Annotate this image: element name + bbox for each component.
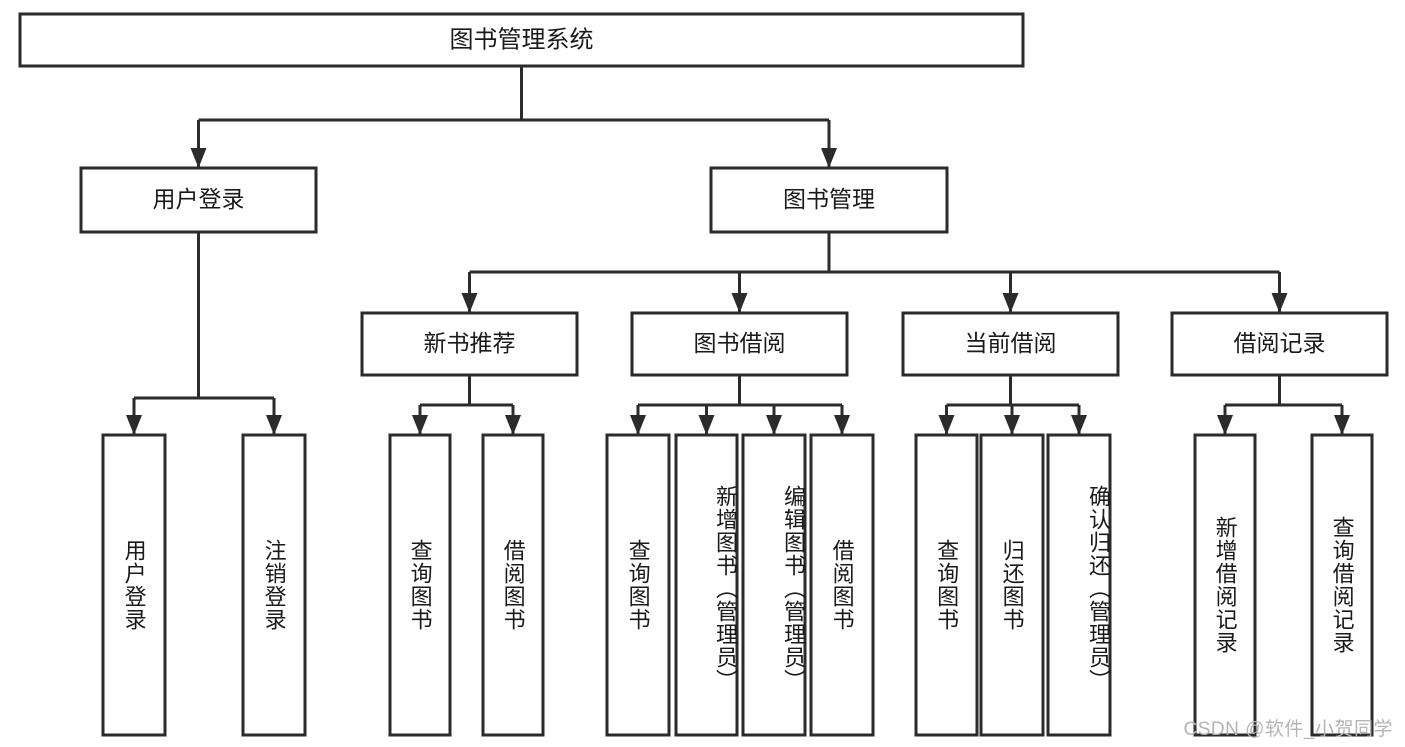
- node-label-level3-0: 新书推荐: [424, 330, 516, 356]
- edge-login-arrow-0: [126, 415, 142, 435]
- edge-borrow-arrow-2: [766, 415, 782, 435]
- node-box-leaf-12[interactable]: [1310, 433, 1374, 737]
- connectors-layer: [126, 66, 1350, 435]
- node-box-leaf-10[interactable]: [1046, 433, 1112, 737]
- edge-new-arrow-0: [412, 415, 428, 435]
- node-box-leaf-8[interactable]: [914, 433, 979, 737]
- edge-books-arrow-2: [1002, 293, 1019, 313]
- node-box-level3-3[interactable]: [1170, 311, 1389, 377]
- edge-borrow-arrow-0: [630, 415, 646, 435]
- node-label-level2-0: 用户登录: [153, 186, 245, 212]
- edge-cur-arrow-0: [938, 415, 955, 435]
- node-box-level3-0[interactable]: [360, 311, 579, 377]
- node-box-level2-1[interactable]: [709, 166, 949, 234]
- node-label-root: 图书管理系统: [450, 26, 594, 53]
- node-box-leaf-7[interactable]: [809, 433, 875, 737]
- node-box-level3-1[interactable]: [630, 311, 849, 377]
- edge-root-arrow-0: [190, 148, 207, 168]
- edge-login-arrow-1: [266, 415, 282, 435]
- node-box-level3-2[interactable]: [901, 311, 1120, 377]
- edge-books-arrow-3: [1271, 293, 1288, 313]
- edge-root-arrow-1: [821, 148, 837, 168]
- watermark-text: CSDN @软件_小贺同学: [1183, 719, 1393, 740]
- node-box-root[interactable]: [18, 12, 1025, 68]
- node-box-leaf-5[interactable]: [674, 433, 739, 737]
- node-box-leaf-2[interactable]: [388, 433, 452, 737]
- node-label-level3-3: 借阅记录: [1234, 330, 1326, 356]
- edge-rec-arrow-0: [1217, 415, 1233, 435]
- edge-new-arrow-1: [505, 415, 521, 435]
- node-label-level3-2: 当前借阅: [965, 330, 1057, 356]
- node-box-level2-0[interactable]: [79, 166, 318, 234]
- node-box-leaf-11[interactable]: [1193, 433, 1257, 737]
- edge-books-arrow-0: [461, 293, 478, 313]
- edge-cur-arrow-2: [1071, 415, 1087, 435]
- node-box-leaf-6[interactable]: [741, 433, 807, 737]
- edge-rec-arrow-1: [1334, 415, 1350, 435]
- node-box-leaf-0[interactable]: [101, 433, 167, 737]
- node-box-leaf-4[interactable]: [605, 433, 671, 737]
- edge-borrow-arrow-3: [834, 415, 850, 435]
- node-box-leaf-9[interactable]: [979, 433, 1045, 737]
- node-box-leaf-1[interactable]: [241, 433, 307, 737]
- node-label-level2-1: 图书管理: [783, 186, 875, 212]
- node-box-leaf-3[interactable]: [481, 433, 545, 737]
- edge-cur-arrow-1: [1004, 415, 1020, 435]
- edge-books-arrow-1: [731, 293, 748, 313]
- edge-borrow-arrow-1: [698, 415, 715, 435]
- node-label-level3-1: 图书借阅: [694, 330, 786, 356]
